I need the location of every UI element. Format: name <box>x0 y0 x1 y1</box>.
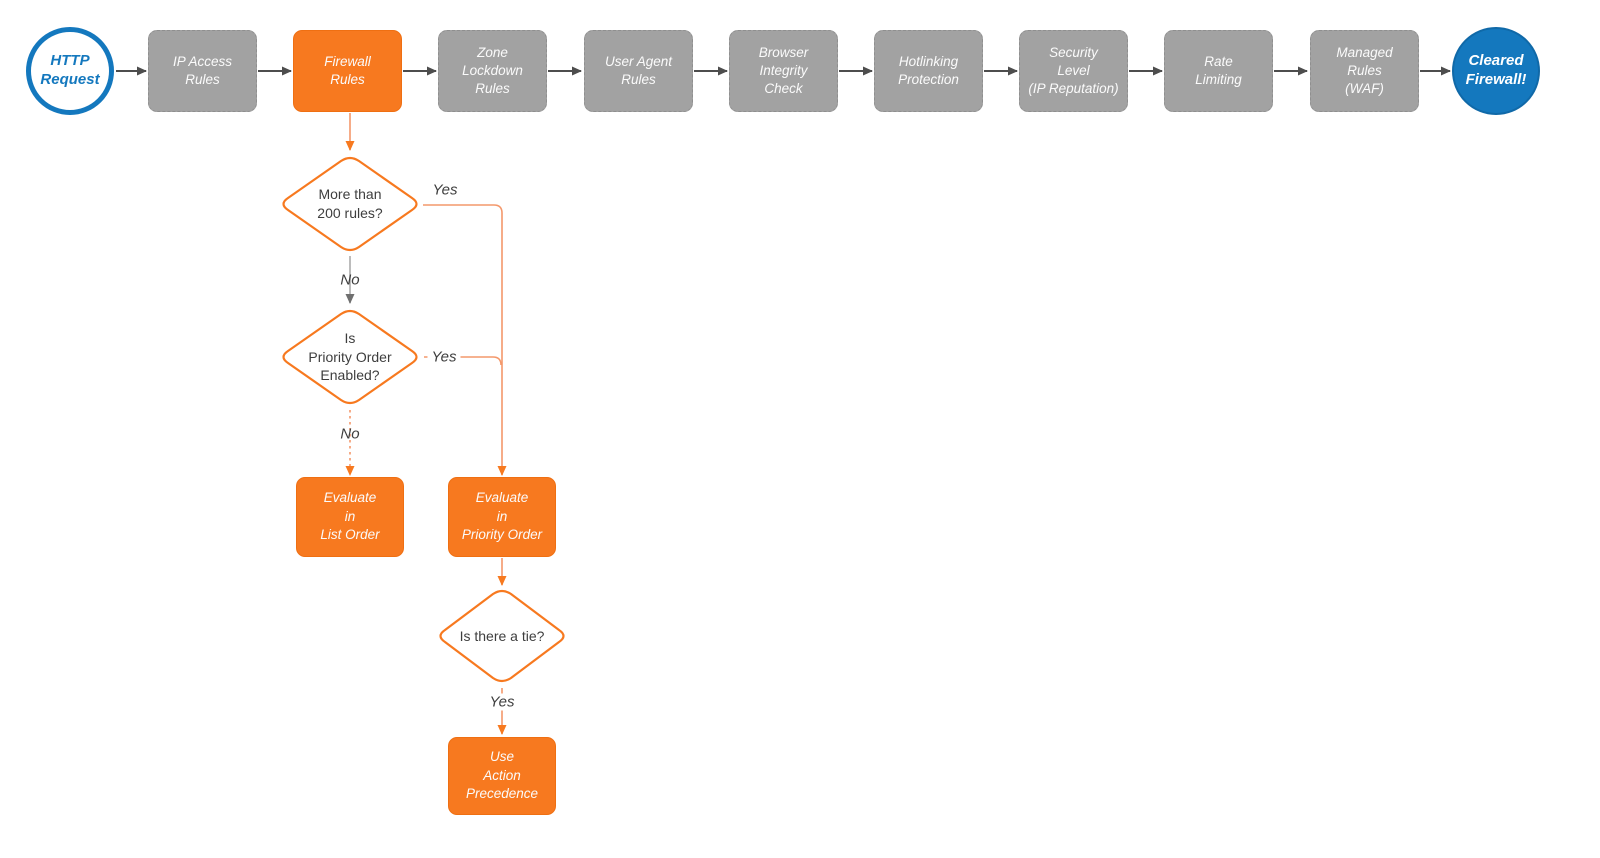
start-node-label: HTTP Request <box>40 52 100 88</box>
action-evaluate-priority-order: Evaluate in Priority Order <box>448 477 556 557</box>
connector-decision1-yes-to-priority-order <box>423 204 507 476</box>
stage-label: Zone Lockdown Rules <box>462 45 523 96</box>
decision-priority-order-enabled: Is Priority Order Enabled? <box>277 306 423 408</box>
stage-ip-access-rules: IP Access Rules <box>148 30 257 112</box>
stage-label: Security Level (IP Reputation) <box>1028 45 1119 96</box>
action-label: Evaluate in List Order <box>320 490 380 543</box>
edge-label-decision2-yes: Yes <box>427 348 461 366</box>
action-evaluate-list-order: Evaluate in List Order <box>296 477 404 557</box>
stage-label: Browser Integrity Check <box>758 45 809 96</box>
stage-managed-rules-waf: Managed Rules (WAF) <box>1310 30 1419 112</box>
diamond-shape <box>282 156 418 252</box>
stage-hotlinking-protection: Hotlinking Protection <box>874 30 983 112</box>
edge-label-decision2-no: No <box>340 425 360 443</box>
end-node-cleared-firewall: Cleared Firewall! <box>1452 27 1540 115</box>
edge-label-decision1-yes: Yes <box>432 181 458 199</box>
stage-user-agent-rules: User Agent Rules <box>584 30 693 112</box>
stage-zone-lockdown-rules: Zone Lockdown Rules <box>438 30 547 112</box>
diamond-shape <box>282 309 418 405</box>
stage-label: Firewall Rules <box>324 54 371 87</box>
decision-label: Is there a tie? <box>459 627 545 644</box>
decision-is-there-a-tie: Is there a tie? <box>434 586 570 686</box>
stage-label: IP Access Rules <box>172 54 233 87</box>
stage-label: User Agent Rules <box>604 54 673 87</box>
start-node-http-request: HTTP Request <box>26 27 114 115</box>
action-label: Use Action Precedence <box>465 749 539 802</box>
action-label: Evaluate in Priority Order <box>461 490 543 543</box>
stage-firewall-rules: Firewall Rules <box>293 30 402 112</box>
stage-security-level: Security Level (IP Reputation) <box>1019 30 1128 112</box>
diamond-shape <box>439 589 565 683</box>
stage-label: Managed Rules (WAF) <box>1336 45 1393 96</box>
edge-label-decision1-no: No <box>340 271 360 289</box>
decision-label: Is Priority Order Enabled? <box>308 329 392 384</box>
stage-rate-limiting: Rate Limiting <box>1164 30 1273 112</box>
edge-label-decision3-yes: Yes <box>485 693 519 711</box>
end-node-label: Cleared Firewall! <box>1465 52 1527 88</box>
stage-label: Rate Limiting <box>1195 54 1242 87</box>
decision-more-than-200-rules: More than 200 rules? <box>277 153 423 255</box>
stage-label: Hotlinking Protection <box>898 54 959 87</box>
stage-browser-integrity-check: Browser Integrity Check <box>729 30 838 112</box>
decision-label: More than 200 rules? <box>317 186 383 221</box>
action-use-action-precedence: Use Action Precedence <box>448 737 556 815</box>
